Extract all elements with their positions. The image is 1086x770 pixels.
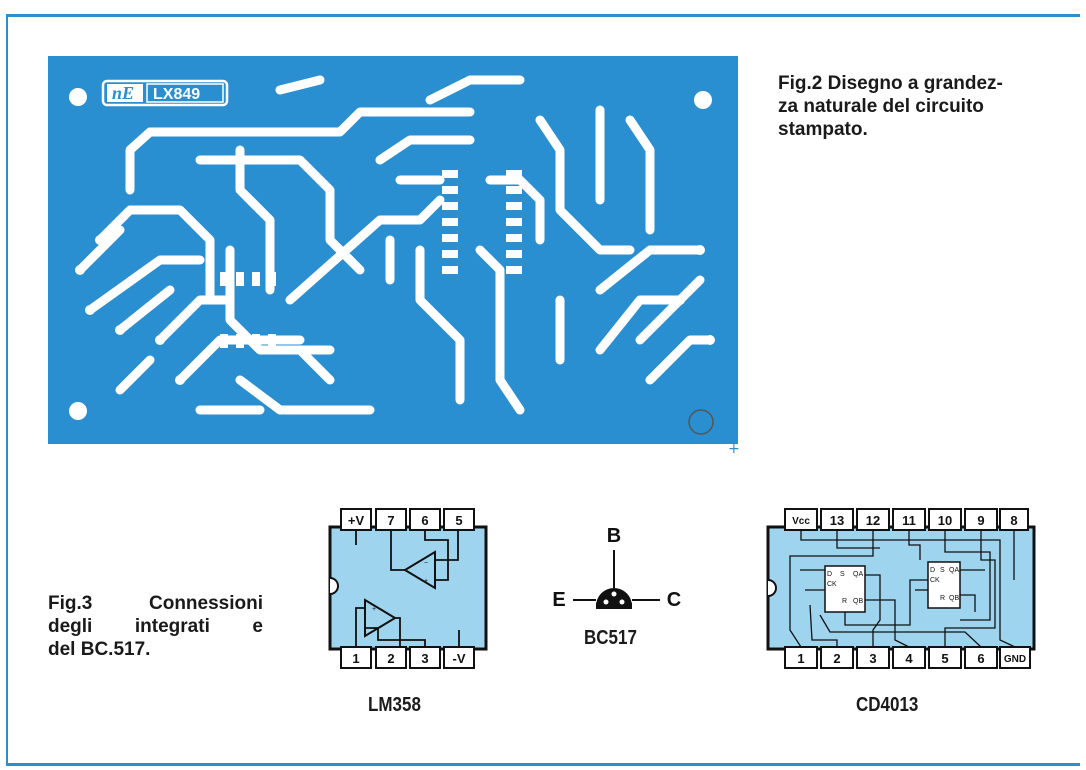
logo-mark: nE	[112, 83, 134, 103]
cd4013-pin-top: Vcc	[792, 516, 810, 527]
cd4013-pin-top: 8	[1010, 513, 1017, 528]
lm358-pin-bottom: -V	[453, 651, 466, 666]
lm358-pin-bottom: 2	[387, 651, 394, 666]
outer-hole-outline	[688, 409, 714, 435]
mounting-hole	[69, 88, 87, 106]
fig2-caption-line: za naturale del circuito	[778, 96, 984, 117]
fig3-caption-line: Fig.3 Connessioni	[48, 593, 263, 614]
ff-label: S	[840, 571, 845, 578]
flipflop-a	[824, 565, 866, 613]
cd4013-pin-bottom: GND	[1004, 654, 1026, 665]
bc517-collector-label: C	[667, 589, 681, 611]
bc517-emitter-label: E	[552, 589, 565, 611]
cd4013-pin-top: 11	[902, 513, 916, 528]
fig2-caption-line: Fig.2 Disegno a grandez-	[778, 73, 1003, 94]
fig2-caption: Fig.2 Disegno a grandez- za naturale del…	[778, 72, 1068, 141]
cd4013-pin-top: 10	[938, 513, 952, 528]
opamp-symbols	[364, 550, 436, 638]
board-logo: nE LX849	[101, 79, 229, 107]
svg-text:+: +	[424, 578, 428, 585]
svg-text:+: +	[372, 606, 376, 613]
ff-label: D	[827, 571, 832, 578]
fig3-caption-line: degli integrati e	[48, 616, 263, 637]
flipflop-b	[927, 561, 961, 609]
svg-text:−: −	[372, 626, 376, 633]
ff-label: S	[940, 567, 945, 574]
crosshair-mark: +	[728, 441, 740, 457]
frame-bottom-rule	[6, 763, 1080, 766]
frame-left-rule	[6, 14, 8, 766]
lm358-pin-top: +V	[348, 513, 365, 528]
mounting-hole	[69, 402, 87, 420]
cd4013-pin-top: 12	[866, 513, 880, 528]
lm358-label: LM358	[368, 694, 421, 716]
svg-text:−: −	[424, 560, 428, 567]
cd4013-label: CD4013	[856, 694, 919, 716]
lm358-pin-top: 5	[455, 513, 462, 528]
ff-label: QA	[949, 567, 959, 574]
fig2-caption-line: stampato.	[778, 119, 868, 140]
pcb-pads	[75, 76, 715, 414]
lm358-pin-bottom: 3	[421, 651, 428, 666]
ff-label: QA	[853, 571, 863, 578]
lm358-pin-top: 7	[387, 513, 394, 528]
cd4013-pin-bottom: 2	[833, 651, 840, 666]
cd4013-pin-top: 13	[830, 513, 844, 528]
bc517-label: BC517	[584, 627, 637, 649]
bc517-base-label: B	[607, 525, 621, 547]
board-code: LX849	[153, 86, 200, 103]
ff-label: R	[940, 595, 945, 602]
fig3-caption-line: del BC.517.	[48, 639, 151, 660]
ff-label: CK	[930, 577, 940, 584]
cd4013-pin-top: 9	[977, 513, 984, 528]
ff-label: R	[842, 598, 847, 605]
cd4013-pin-bottom: 4	[905, 651, 913, 666]
fig3-caption: Fig.3 Connessioni degli integrati e del …	[48, 592, 263, 661]
cd4013-pin-bottom: 1	[797, 651, 804, 666]
cd4013-pin-bottom: 3	[869, 651, 876, 666]
mounting-hole	[694, 91, 712, 109]
ff-label: CK	[827, 581, 837, 588]
cd4013-pin-bottom: 6	[977, 651, 984, 666]
ff-label: D	[930, 567, 935, 574]
pcb-ic-pads	[220, 170, 522, 348]
frame-top-rule	[6, 14, 1080, 17]
ff-label: QB	[949, 595, 959, 602]
cd4013-pin-bottom: 5	[941, 651, 948, 666]
ff-label: QB	[853, 598, 863, 605]
lm358-pin-bottom: 1	[352, 651, 359, 666]
lm358-pin-top: 6	[421, 513, 428, 528]
